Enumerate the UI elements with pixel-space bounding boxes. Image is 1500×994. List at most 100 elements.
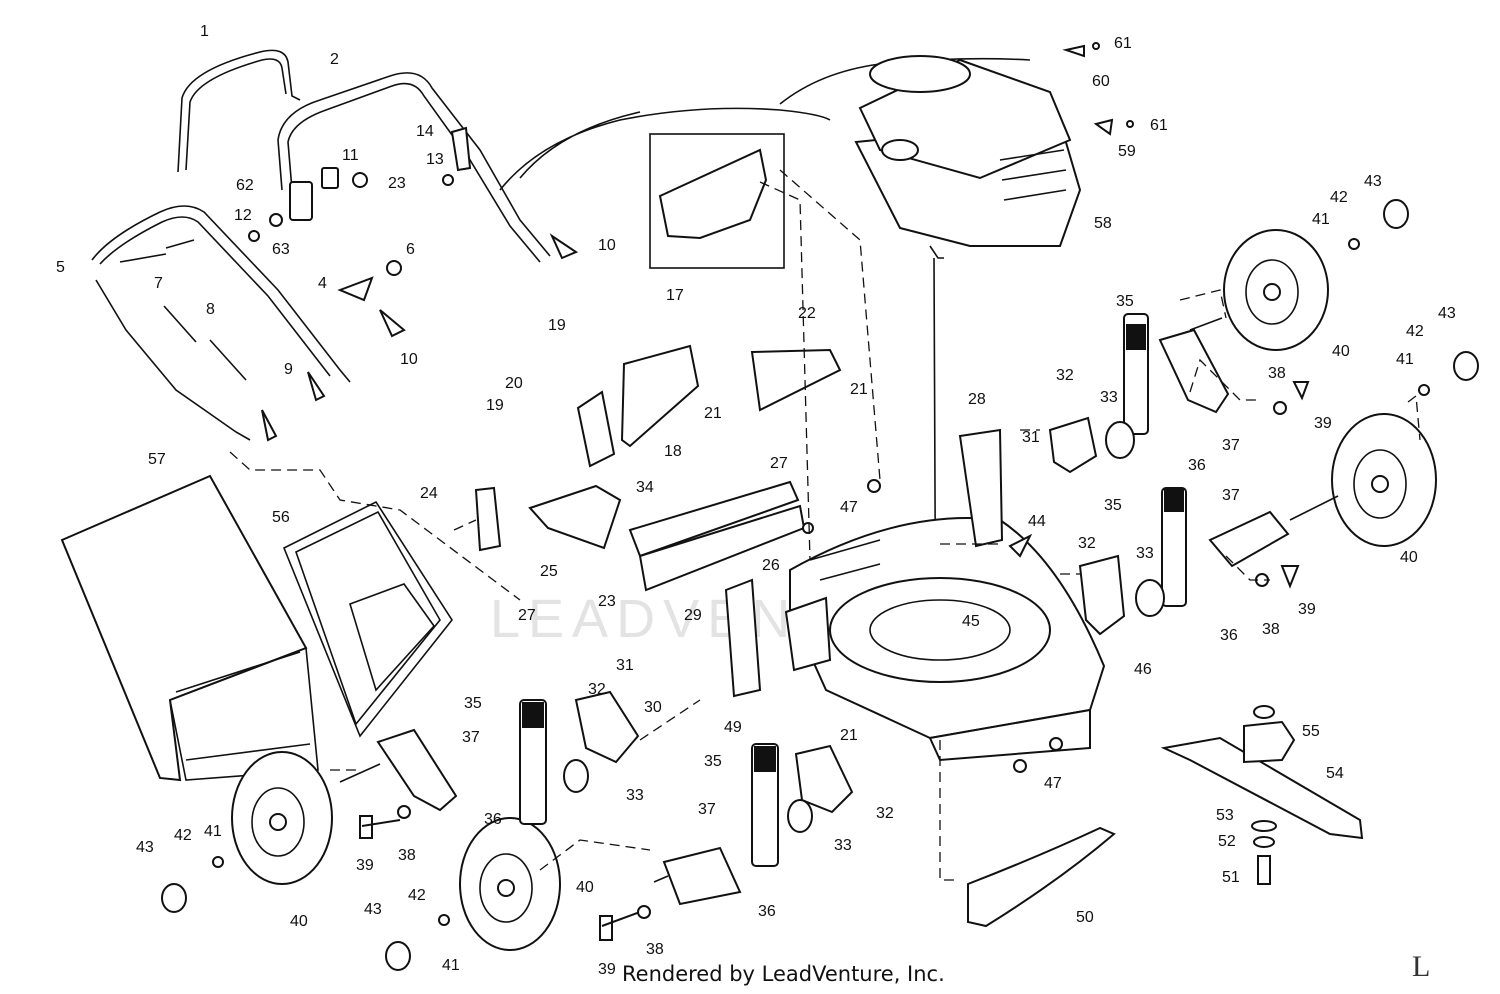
callout-label: 8 bbox=[206, 301, 215, 318]
callout-label: 23 bbox=[598, 593, 616, 610]
callout-label: 18 bbox=[664, 443, 682, 460]
callout-label: 37 bbox=[462, 729, 480, 746]
part-chute-22 bbox=[750, 348, 842, 412]
callout-label: 10 bbox=[400, 351, 418, 368]
callout-label: 32 bbox=[1056, 367, 1074, 384]
part-gears-32-33 bbox=[563, 416, 1165, 833]
callout-label: 50 bbox=[1076, 909, 1094, 926]
callout-label: 42 bbox=[1330, 189, 1348, 206]
callout-label: 55 bbox=[1302, 723, 1320, 740]
callout-label: 39 bbox=[1298, 601, 1316, 618]
callout-label: 54 bbox=[1326, 765, 1344, 782]
callout-label: 58 bbox=[1094, 215, 1112, 232]
part-rear-baffle-17 bbox=[649, 133, 785, 269]
part-rear-door-bracket-18 bbox=[576, 344, 700, 468]
part-wheel-40-front-left bbox=[459, 817, 561, 951]
part-deck-46 bbox=[789, 517, 1106, 762]
callout-label: 49 bbox=[724, 719, 742, 736]
callout-label: 31 bbox=[616, 657, 634, 674]
part-wheel-40-rear-right bbox=[1331, 413, 1437, 547]
callout-label: 47 bbox=[1044, 775, 1062, 792]
callout-label: 21 bbox=[850, 381, 868, 398]
callout-label: 27 bbox=[770, 455, 788, 472]
callout-label: 7 bbox=[154, 275, 163, 292]
callout-label: 12 bbox=[234, 207, 252, 224]
callout-label: 38 bbox=[1262, 621, 1280, 638]
callout-label: 36 bbox=[1220, 627, 1238, 644]
callout-label: 38 bbox=[646, 941, 664, 958]
callout-label: 61 bbox=[1114, 35, 1132, 52]
callout-label: 37 bbox=[1222, 487, 1240, 504]
callout-label: 39 bbox=[356, 857, 374, 874]
callout-label: 10 bbox=[598, 237, 616, 254]
callout-label: 43 bbox=[1364, 173, 1382, 190]
callout-label: 39 bbox=[1314, 415, 1332, 432]
callout-label: 1 bbox=[200, 23, 209, 40]
callout-label: 60 bbox=[1092, 73, 1110, 90]
callout-label: 62 bbox=[236, 177, 254, 194]
callout-label: 22 bbox=[798, 305, 816, 322]
callout-label: 30 bbox=[644, 699, 662, 716]
part-hinge-rod-26 bbox=[628, 480, 806, 592]
callout-label: 34 bbox=[636, 479, 654, 496]
callout-label: 23 bbox=[388, 175, 406, 192]
callout-label: 40 bbox=[290, 913, 308, 930]
part-blade-adapter-55 bbox=[1243, 705, 1296, 764]
part-wheel-hardware-38-43 bbox=[161, 199, 1479, 971]
callout-label: 46 bbox=[1134, 661, 1152, 678]
callout-label: 28 bbox=[968, 391, 986, 408]
callout-label: 35 bbox=[1104, 497, 1122, 514]
page-number: 16 bbox=[0, 436, 2, 461]
callout-label: 14 bbox=[416, 123, 434, 140]
callout-label: 41 bbox=[204, 823, 222, 840]
part-height-adjusters-35 bbox=[519, 313, 1187, 867]
part-upper-handle-bracket bbox=[177, 49, 301, 173]
part-grass-bag-57 bbox=[60, 474, 319, 782]
callout-label: 61 bbox=[1150, 117, 1168, 134]
callout-label: 42 bbox=[174, 827, 192, 844]
part-axle-brackets-37 bbox=[339, 317, 1339, 906]
callout-label: 38 bbox=[398, 847, 416, 864]
callout-label: 40 bbox=[1400, 549, 1418, 566]
assembly-lines bbox=[229, 169, 1421, 881]
part-bag-frame-56 bbox=[282, 500, 453, 738]
part-wheel-40-front-right bbox=[1223, 229, 1329, 351]
callout-label: 59 bbox=[1118, 143, 1136, 160]
callout-label: 36 bbox=[1188, 457, 1206, 474]
callout-label: 20 bbox=[505, 375, 523, 392]
callout-label: 38 bbox=[1268, 365, 1286, 382]
callout-label: 40 bbox=[576, 879, 594, 896]
callout-label: 13 bbox=[426, 151, 444, 168]
callout-label: 35 bbox=[1116, 293, 1134, 310]
callout-label: 11 bbox=[342, 147, 359, 164]
callout-label: 52 bbox=[1218, 833, 1236, 850]
callout-label: 4 bbox=[318, 275, 327, 292]
callout-label: 32 bbox=[876, 805, 894, 822]
callout-label: 35 bbox=[704, 753, 722, 770]
callout-label: 43 bbox=[136, 839, 154, 856]
part-upper-handle bbox=[277, 72, 551, 263]
callout-label: 24 bbox=[420, 485, 438, 502]
part-deflector-50 bbox=[967, 826, 1116, 928]
callout-label: 31 bbox=[1022, 429, 1040, 446]
callout-label: 36 bbox=[484, 811, 502, 828]
part-wheel-40-rear-left bbox=[231, 751, 333, 885]
callout-label: 33 bbox=[1100, 389, 1118, 406]
callout-label: 19 bbox=[486, 397, 504, 414]
callout-label: 32 bbox=[588, 681, 606, 698]
callout-label: 37 bbox=[1222, 437, 1240, 454]
callout-label: 33 bbox=[1136, 545, 1154, 562]
callout-label: 42 bbox=[1406, 323, 1424, 340]
callout-label: 42 bbox=[408, 887, 426, 904]
callout-label: 63 bbox=[272, 241, 290, 258]
part-bracket-24-25 bbox=[474, 484, 622, 552]
callout-label: 47 bbox=[840, 499, 858, 516]
callout-label: 56 bbox=[272, 509, 290, 526]
callout-label: 21 bbox=[840, 727, 858, 744]
callout-label: 45 bbox=[962, 613, 980, 630]
callout-label: 17 bbox=[666, 287, 684, 304]
footer-credit: Rendered by LeadVenture, Inc. bbox=[622, 962, 945, 986]
part-blade-54 bbox=[1160, 736, 1364, 840]
